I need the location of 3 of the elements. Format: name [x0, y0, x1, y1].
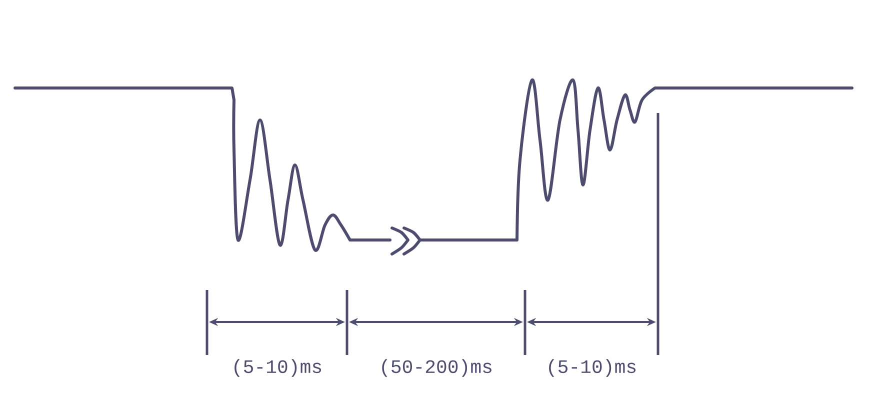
duration-label: (5-10)ms: [234, 359, 322, 377]
duration-label: (50-200)ms: [382, 359, 492, 377]
duration-label: (5-10)ms: [549, 359, 636, 377]
